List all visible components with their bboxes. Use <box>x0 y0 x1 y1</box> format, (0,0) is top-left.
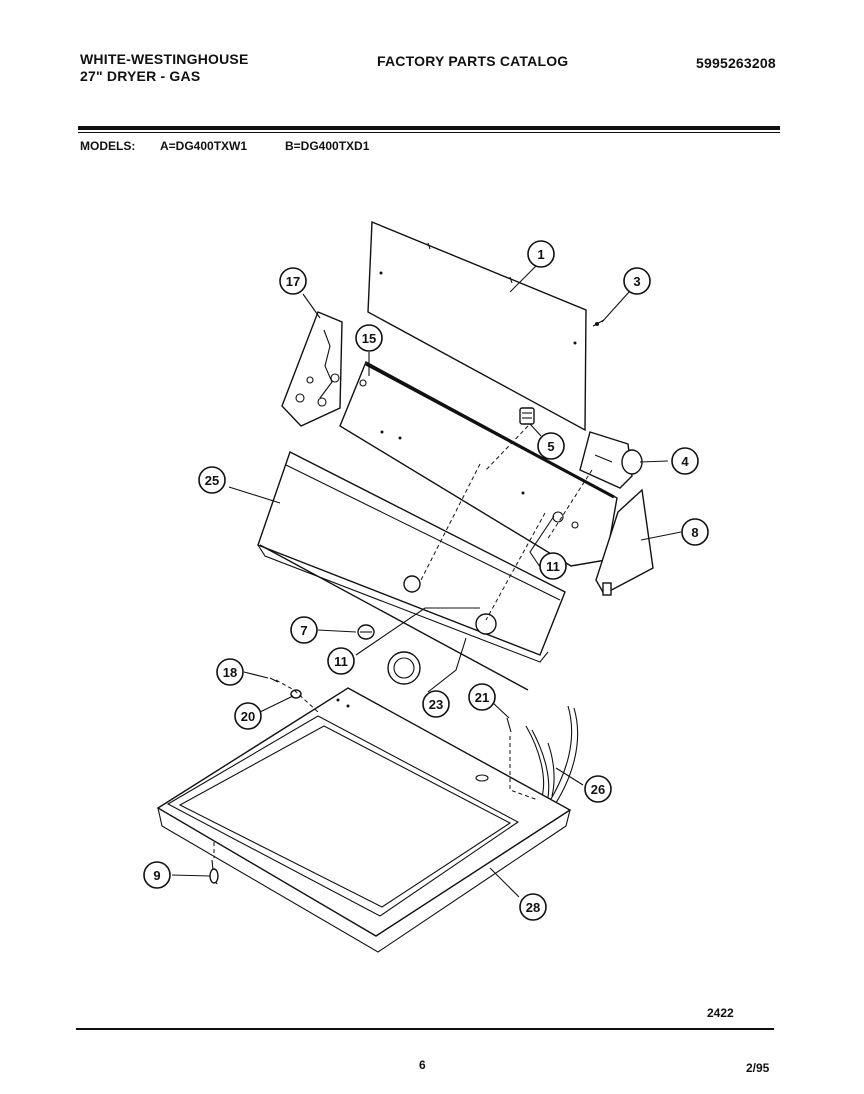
revision-date: 2/95 <box>746 1061 770 1075</box>
part-4-timer <box>579 431 643 489</box>
callout-15: 15 <box>355 324 383 352</box>
callout-label: 21 <box>475 690 489 705</box>
callout-label: 4 <box>681 454 689 469</box>
catalog-title: FACTORY PARTS CATALOG <box>377 53 569 69</box>
callout-7: 7 <box>290 616 318 644</box>
models-label: MODELS: <box>80 139 136 153</box>
part-23-timer-knob <box>387 651 421 685</box>
brand-name: WHITE-WESTINGHOUSE <box>80 51 249 67</box>
header-rule-thin <box>78 132 780 133</box>
callout-label: 11 <box>546 559 560 574</box>
callout-label: 11 <box>334 654 348 669</box>
callout-4: 4 <box>671 447 699 475</box>
callout-label: 26 <box>591 782 605 797</box>
model-b: B=DG400TXD1 <box>285 139 370 153</box>
part-15-control-panel <box>339 361 618 567</box>
product-name: 27" DRYER - GAS <box>80 68 201 84</box>
model-a: A=DG400TXW1 <box>160 139 248 153</box>
part-1-rear-panel <box>367 220 587 432</box>
callout-label: 23 <box>429 697 443 712</box>
figure-number: 2422 <box>707 1006 734 1020</box>
callout-11-upper: 11 <box>539 552 567 580</box>
part-8-end-cap <box>595 488 654 596</box>
callout-23: 23 <box>422 690 450 718</box>
callout-label: 17 <box>286 274 300 289</box>
leader-lines <box>171 265 682 898</box>
callout-label: 3 <box>633 274 640 289</box>
callout-18: 18 <box>216 658 244 686</box>
callout-11-lower: 11 <box>327 647 355 675</box>
callout-8: 8 <box>681 518 709 546</box>
callout-label: 7 <box>300 623 307 638</box>
catalog-number: 5995263208 <box>696 55 776 71</box>
part-17-end-bracket <box>281 311 343 427</box>
header-rule-thick <box>78 126 780 130</box>
callout-3: 3 <box>623 267 651 295</box>
callout-5: 5 <box>537 432 565 460</box>
assembly-lines <box>213 425 593 858</box>
part-26-wire-harness <box>525 705 579 807</box>
callout-label: 15 <box>362 331 376 346</box>
callout-label: 9 <box>153 868 160 883</box>
part-9-leg <box>209 859 219 885</box>
callout-17: 17 <box>279 267 307 295</box>
callout-label: 20 <box>241 709 255 724</box>
callout-28: 28 <box>519 893 547 921</box>
part-21-screw <box>506 717 512 733</box>
callout-label: 1 <box>537 247 544 262</box>
part-28-top-panel <box>156 687 572 953</box>
footer-rule <box>76 1028 774 1030</box>
part-7-knob <box>357 624 375 640</box>
callout-1: 1 <box>527 240 555 268</box>
page-number: 6 <box>419 1058 426 1072</box>
callout-20: 20 <box>234 702 262 730</box>
callout-9: 9 <box>143 861 171 889</box>
callout-label: 5 <box>547 439 554 454</box>
part-25-console-front <box>257 451 566 691</box>
callout-21: 21 <box>468 683 496 711</box>
part-5-switch <box>519 407 535 425</box>
part-18-screw <box>269 677 279 683</box>
callout-label: 25 <box>205 473 219 488</box>
callout-label: 18 <box>223 665 237 680</box>
callout-25: 25 <box>198 466 226 494</box>
callout-26: 26 <box>584 775 612 803</box>
callout-label: 8 <box>691 525 698 540</box>
callout-label: 28 <box>526 900 540 915</box>
part-20-clip <box>290 689 302 699</box>
